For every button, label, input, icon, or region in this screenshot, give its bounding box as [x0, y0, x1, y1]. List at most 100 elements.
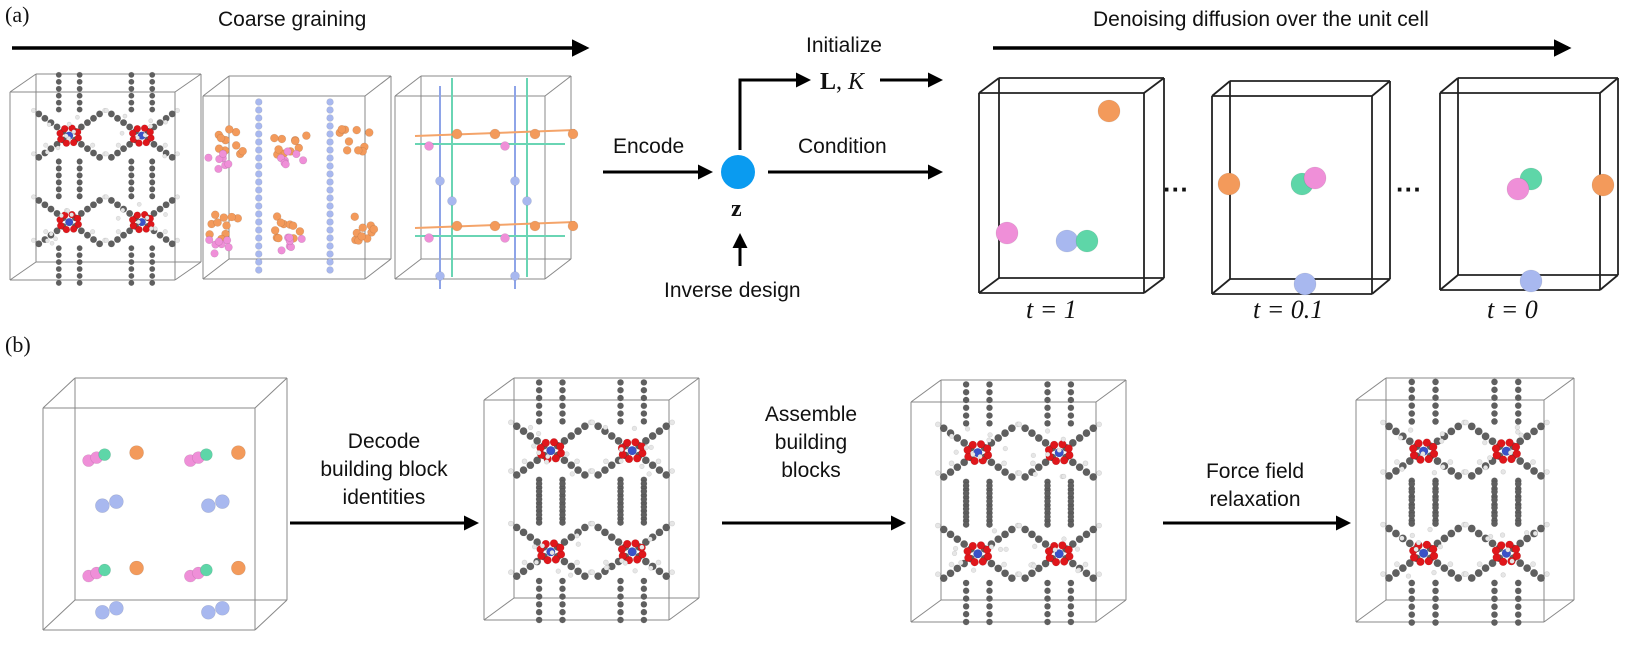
oxygen-atom	[968, 440, 977, 450]
hydrogen-atom	[991, 528, 998, 534]
carbon-atom	[107, 153, 116, 161]
carbon-atom	[55, 165, 62, 172]
carbon-atom	[128, 71, 135, 78]
oxygen-atom	[1051, 456, 1061, 466]
orange-node	[489, 220, 501, 232]
carbon-atom	[1432, 512, 1439, 520]
carbon-atom	[946, 569, 955, 578]
carbon-atom	[1432, 410, 1439, 418]
carbon-atom	[1514, 418, 1522, 425]
carbon-atom	[559, 503, 566, 511]
carbon-atom	[617, 600, 624, 608]
carbon-atom	[41, 201, 49, 209]
carbon-atom	[1075, 535, 1084, 544]
carbon-atom	[149, 71, 156, 78]
carbon-atom	[55, 85, 62, 92]
hydrogen-atom	[669, 520, 675, 527]
carbon-atom	[76, 272, 83, 280]
hydrogen-atom	[539, 543, 546, 549]
carbon-atom	[168, 196, 176, 205]
assembled-structure-cell	[910, 379, 1127, 626]
carbon-atom	[1432, 488, 1439, 496]
carbon-atom	[559, 585, 566, 593]
carbon-atom	[107, 110, 116, 118]
assemble-label-line2: building	[775, 431, 847, 454]
carbon-atom	[55, 265, 62, 273]
oxygen-atom	[135, 225, 143, 234]
carbon-atom	[1408, 378, 1416, 386]
carbon-atom	[1433, 559, 1442, 568]
carbon-atom	[89, 114, 98, 122]
carbon-atom	[1044, 618, 1051, 626]
carbon-atom	[76, 265, 83, 273]
carbon-atom	[119, 119, 128, 127]
carbon-atom	[1067, 587, 1075, 595]
carbon-atom	[986, 513, 993, 521]
unit-cell-edge	[1355, 377, 1387, 401]
carbon-atom	[617, 386, 624, 394]
hydrogen-atom	[1509, 558, 1515, 564]
blue-node	[522, 196, 532, 206]
carbon-atom	[1467, 573, 1476, 583]
hydrogen-atom	[1530, 561, 1536, 568]
hydrogen-atom	[120, 207, 126, 213]
unit-cell-edge	[174, 73, 202, 93]
hydrogen-atom	[174, 194, 180, 200]
oxygen-atom	[983, 545, 992, 554]
carbon-atom	[128, 272, 135, 280]
carbon-atom	[535, 600, 543, 608]
carbon-atom	[55, 272, 62, 280]
unit-cell-edge	[483, 377, 515, 401]
oxygen-atom	[62, 139, 71, 147]
hydrogen-atom	[655, 559, 662, 566]
carbon-atom	[1001, 468, 1010, 477]
carbon-atom	[55, 71, 62, 78]
carbon-atom	[1432, 402, 1439, 410]
hydrogen-atom	[603, 559, 609, 566]
green-coarse-node	[200, 448, 213, 461]
carbon-atom	[1067, 388, 1075, 396]
hydrogen-atom	[1002, 445, 1008, 452]
oxygen-atom	[135, 139, 143, 147]
carbon-atom	[168, 153, 176, 161]
carbon-atom	[962, 381, 970, 388]
blue-building-block-atom	[326, 218, 334, 226]
carbon-atom	[641, 538, 650, 547]
hydrogen-atom	[549, 549, 555, 556]
carbon-atom	[953, 433, 962, 442]
oxygen-atom	[1408, 444, 1418, 453]
hydrogen-atom	[589, 468, 596, 474]
carbon-atom	[41, 114, 49, 122]
carbon-atom	[617, 593, 624, 601]
oxygen-atom	[1064, 545, 1073, 554]
carbon-atom	[512, 572, 521, 581]
carbon-atom	[35, 110, 43, 118]
carbon-atom	[89, 235, 98, 244]
hydrogen-atom	[1096, 470, 1102, 476]
carbon-atom	[559, 519, 566, 527]
oxygen-atom	[140, 124, 149, 132]
carbon-atom	[1082, 530, 1091, 539]
blue-building-block-atom	[326, 146, 334, 154]
carbon-atom	[1536, 524, 1546, 533]
decoded-building-blocks-cell	[483, 377, 700, 624]
hydrogen-atom	[1003, 546, 1009, 552]
oxygen-atom	[556, 543, 565, 552]
carbon-atom	[640, 417, 648, 425]
carbon-atom	[1408, 496, 1416, 504]
hydrogen-atom	[1045, 451, 1051, 458]
blue-building-block-atom	[326, 242, 334, 250]
carbon-atom	[89, 149, 98, 157]
unit-cell-edge	[254, 377, 288, 409]
carbon-atom	[126, 140, 134, 148]
pink-node	[500, 141, 510, 151]
carbon-atom	[987, 559, 996, 568]
pink-building-block-atom	[204, 153, 213, 162]
carbon-atom	[1398, 564, 1407, 573]
unit-cell-edge	[1543, 377, 1575, 401]
pink-building-block-atom	[210, 249, 219, 258]
oxygen-atom	[1044, 547, 1054, 556]
hydrogen-atom	[90, 142, 96, 148]
carbon-atom	[107, 240, 116, 248]
orange-building-block-atom	[302, 131, 311, 140]
